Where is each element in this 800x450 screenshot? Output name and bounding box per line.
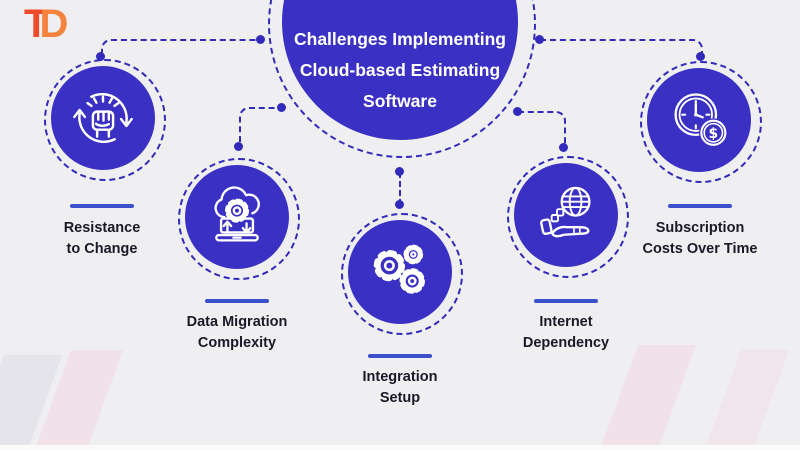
connector-dot — [256, 35, 265, 44]
item4-accent-bar — [534, 299, 598, 303]
item1-circle — [51, 66, 155, 170]
item4-label-line2: Dependency — [522, 335, 610, 351]
connector-title-to-item2 — [239, 107, 284, 149]
item5-accent-bar — [668, 204, 732, 208]
hand-globe-icon — [540, 186, 591, 238]
item5-dashed-ring — [640, 61, 762, 183]
item5-label: Subscription Costs Over Time — [615, 218, 785, 260]
connector-dot — [696, 52, 705, 61]
connector-dot — [395, 167, 404, 176]
svg-text:$: $ — [709, 126, 719, 142]
item3-label-line1: Integration — [362, 369, 438, 385]
item1-label: Resistance to Change — [27, 218, 177, 260]
item2-circle — [185, 165, 289, 269]
item5-label-line2: Costs Over Time — [642, 241, 758, 257]
connector-dot — [395, 200, 404, 209]
title-line-1: Challenges Implementing — [294, 29, 506, 49]
connector-dot — [559, 143, 568, 152]
item4-dashed-ring — [507, 156, 629, 278]
cloud-migration-icon — [214, 186, 260, 242]
connector-title-to-item4 — [518, 111, 566, 150]
item3-circle — [348, 220, 452, 324]
connector-dot — [277, 103, 286, 112]
item4-label: Internet Dependency — [491, 312, 641, 354]
logo-letter-t: T — [24, 2, 49, 46]
item2-label: Data Migration Complexity — [162, 312, 312, 354]
connector-title-to-item5 — [540, 39, 703, 59]
clock-dollar-icon: $ — [674, 93, 728, 148]
fist-cycle-icon — [73, 92, 133, 144]
item5-label-line1: Subscription — [655, 220, 745, 236]
item3-label-line2: Setup — [379, 390, 421, 406]
item2-label-line1: Data Migration — [186, 314, 288, 330]
item5-circle: $ — [647, 68, 751, 172]
item1-label-line1: Resistance — [63, 220, 141, 236]
corner-stripe — [702, 350, 790, 450]
connector-dot — [96, 52, 105, 61]
title-line-3: Software — [363, 91, 437, 111]
item1-dashed-ring — [44, 59, 166, 181]
infographic-title: Challenges Implementing Cloud-based Esti… — [285, 24, 515, 117]
item1-accent-bar — [70, 204, 134, 208]
corner-stripe — [597, 345, 697, 450]
connector-dot — [234, 142, 243, 151]
gears-icon — [373, 244, 425, 294]
brand-logo: TD — [24, 4, 68, 44]
item2-label-line2: Complexity — [197, 335, 277, 351]
item1-label-line2: to Change — [66, 241, 138, 257]
title-line-2: Cloud-based Estimating — [299, 60, 501, 80]
bottom-edge-strip — [0, 445, 800, 450]
item4-circle — [514, 163, 618, 267]
logo-letter-d: D — [39, 2, 69, 46]
item2-dashed-ring — [178, 158, 300, 280]
item4-label-line1: Internet — [539, 314, 593, 330]
item3-accent-bar — [368, 354, 432, 358]
connector-title-to-item3 — [399, 172, 403, 205]
item3-dashed-ring — [341, 213, 463, 335]
connector-dot — [535, 35, 544, 44]
connector-dot — [513, 107, 522, 116]
connector-title-to-item1 — [101, 39, 263, 59]
item3-label: Integration Setup — [325, 367, 475, 409]
item2-accent-bar — [205, 299, 269, 303]
